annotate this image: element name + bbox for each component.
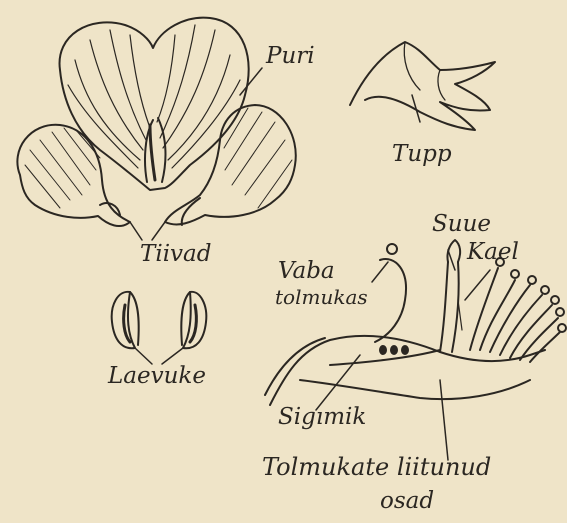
label-tolmukas: tolmukas <box>275 287 368 307</box>
label-sigimik: Sigımik <box>278 406 366 429</box>
label-tolmukate-liitunud: Tolmukate liitunud <box>262 455 491 479</box>
label-osad: osad <box>380 490 434 513</box>
wing-petals-drawing <box>17 105 295 226</box>
label-tupp: Tupp <box>392 143 452 166</box>
label-puri: Puri <box>266 45 315 68</box>
ovules <box>379 345 409 355</box>
label-kael: Kael <box>467 241 519 264</box>
keel-petals-drawing <box>112 292 207 348</box>
standard-petal-drawing <box>60 18 249 190</box>
label-suue: Suue <box>432 213 491 236</box>
label-laevuke: Laevuke <box>108 365 206 388</box>
label-vaba: Vaba <box>278 260 335 283</box>
calyx-drawing <box>350 42 495 130</box>
label-tiivad: Tiivad <box>140 243 211 266</box>
